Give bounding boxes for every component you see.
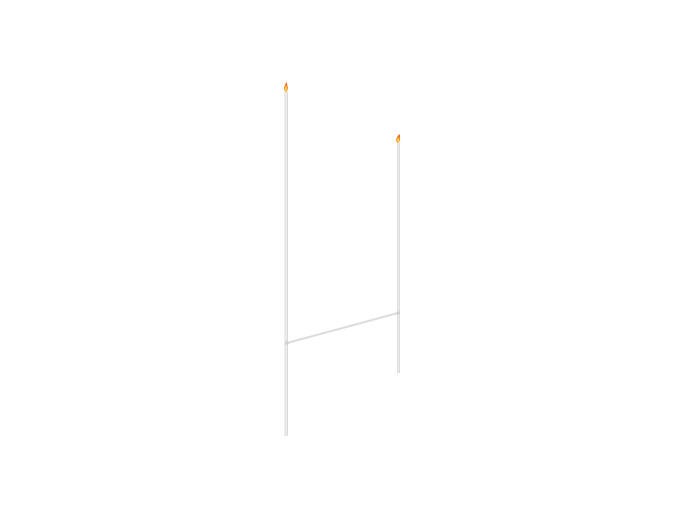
flame-icon [396,134,401,143]
tall-candle [284,82,288,436]
flame-icon [284,82,288,92]
candle-stick [284,92,288,436]
candle-stick [397,143,400,373]
bar-joint [285,341,289,345]
short-candle [396,134,401,373]
connecting-bar [286,312,399,344]
bar-joint [396,311,400,315]
